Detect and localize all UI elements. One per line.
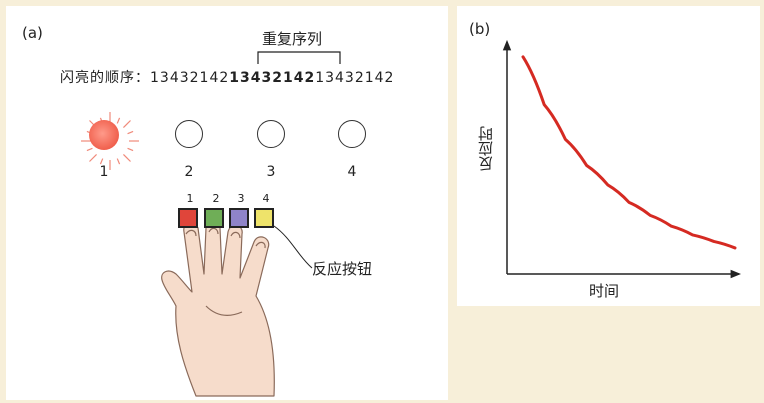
learning-curve-chart [502,39,742,279]
response-button-1[interactable] [178,208,198,228]
panel-a-label: (a) [22,24,43,42]
button-number-2: 2 [212,192,220,205]
flash-sequence: 闪亮的顺序：134321421343214213432142 [60,67,394,87]
glow-ray [89,154,97,162]
response-button-callout: 反应按钮 [312,260,373,278]
glow-ray [127,130,134,135]
signal-light-1 [89,120,119,150]
callout-line [273,225,313,269]
glow-ray [123,154,131,162]
repeat-bracket-label: 重复序列 [262,30,323,48]
response-button-4[interactable] [254,208,274,228]
response-button-2[interactable] [204,208,224,228]
signal-light-2 [175,120,203,148]
light-number-1: 1 [99,164,109,180]
button-number-4: 4 [262,192,270,205]
panel-b: (b) 反应时 时间 [457,6,760,306]
glow-ray [116,117,121,124]
light-number-3: 3 [266,164,276,180]
response-button-3[interactable] [229,208,249,228]
button-number-3: 3 [237,192,245,205]
light-glow-rays [81,112,139,170]
signal-light-3 [257,120,285,148]
glow-ray [123,120,131,128]
glow-ray [99,158,104,165]
reaction-time-curve [521,55,737,250]
sequence-before: 13432142 [150,70,230,86]
repeat-bracket [257,51,341,64]
y-axis-label: 反应时 [477,126,495,171]
glow-ray [86,147,93,152]
panel-b-label: (b) [469,20,491,38]
glow-ray [116,158,121,165]
sequence-prefix: 闪亮的顺序： [60,70,150,86]
x-axis-label: 时间 [589,282,620,300]
signal-light-4 [338,120,366,148]
light-number-2: 2 [184,164,194,180]
light-number-4: 4 [347,164,357,180]
sequence-repeat: 13432142 [229,70,316,86]
button-number-1: 1 [186,192,194,205]
panel-a: (a) 重复序列 闪亮的顺序：134321421343214213432142 … [6,6,448,400]
glow-ray [127,147,134,152]
sequence-after: 13432142 [315,70,395,86]
